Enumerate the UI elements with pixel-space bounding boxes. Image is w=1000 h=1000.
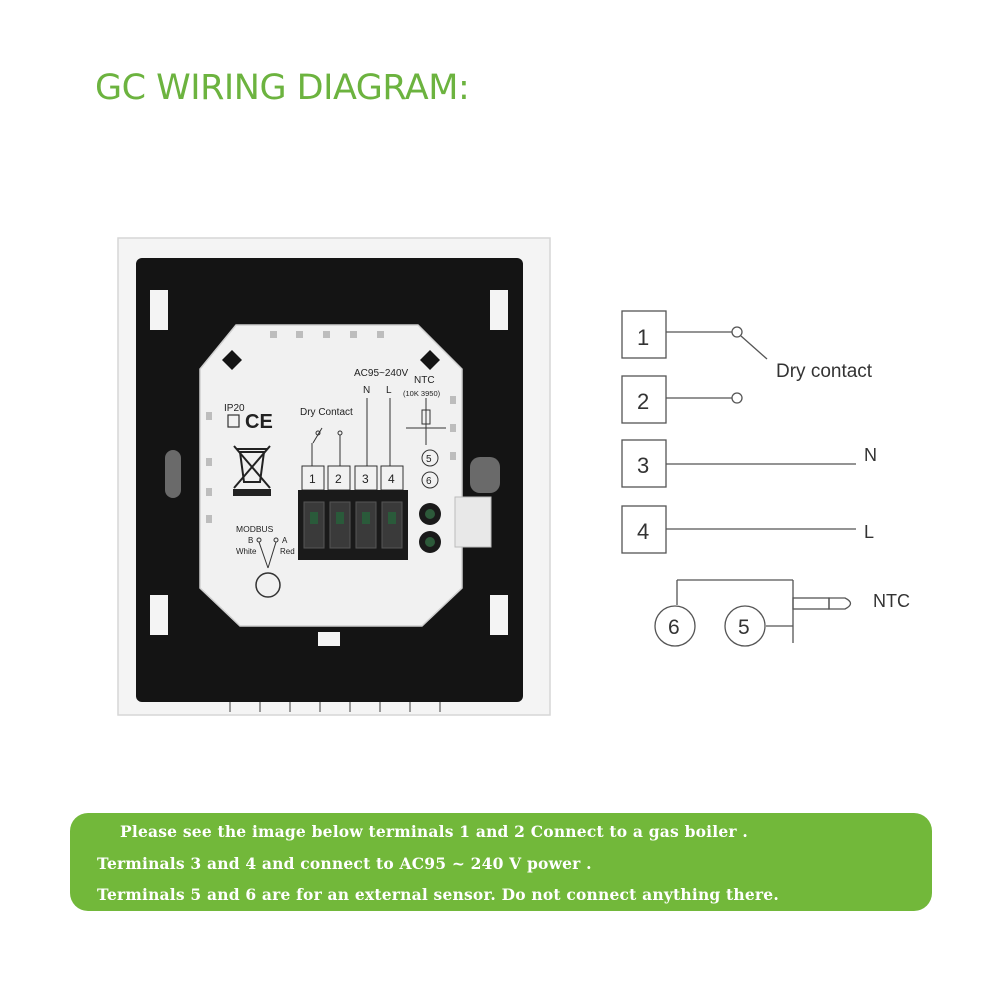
device-n-label: N — [363, 385, 370, 396]
switch-contact-top — [731, 326, 743, 338]
sensor-circle-5 — [724, 605, 766, 647]
terminal-box-2-label: 2 — [637, 389, 649, 414]
device-ntc-label: NTC — [414, 375, 435, 386]
modbus-port-icon — [255, 572, 281, 598]
terminal-box-4-label: 4 — [637, 519, 649, 544]
crossed-bin-icon — [233, 445, 271, 496]
switch-lever — [740, 335, 768, 360]
terminal-box-4 — [621, 505, 667, 554]
terminal-box-2 — [621, 375, 667, 424]
notice-line-3: Terminals 5 and 6 are for an external se… — [97, 885, 779, 904]
ntc-label: NTC — [873, 591, 910, 611]
switch-contact-bottom — [731, 392, 743, 404]
device-terminal-1: 1 — [309, 472, 316, 486]
page-title: GC WIRING DIAGRAM: — [95, 68, 470, 108]
terminal-box-3-label: 3 — [637, 453, 649, 478]
modbus-red-label: Red — [280, 547, 295, 556]
ce-mark: CE — [245, 411, 273, 433]
bottom-vents — [229, 702, 441, 712]
device-clips — [120, 290, 542, 635]
device-terminal-2: 2 — [335, 472, 342, 486]
ip-square-icon — [227, 414, 240, 428]
device-terminal-6: 6 — [426, 476, 432, 487]
notice-line-2: Terminals 3 and 4 and connect to AC95 ~ … — [97, 854, 592, 873]
terminal-box-1-label: 1 — [637, 325, 649, 350]
notice-banner: Please see the image below terminals 1 a… — [70, 813, 932, 911]
device-sensor-terminals — [421, 449, 439, 489]
device-l-label: L — [386, 385, 392, 396]
device-terminal-3: 3 — [362, 472, 369, 486]
modbus-label: MODBUS — [236, 524, 274, 534]
device-terminal-4: 4 — [388, 472, 395, 486]
l-label: L — [864, 522, 874, 542]
device-dry-contact-label: Dry Contact — [300, 407, 353, 418]
n-label: N — [864, 445, 877, 465]
sensor-circle-6-label: 6 — [668, 616, 680, 639]
right-mount-slot — [470, 457, 500, 493]
sensor-circle-5-label: 5 — [738, 616, 750, 639]
device-voltage-label: AC95~240V — [354, 368, 409, 379]
dry-contact-label: Dry contact — [776, 361, 873, 382]
ip-rating-label: IP20 — [224, 403, 245, 414]
ntc-probe-body — [792, 597, 830, 610]
terminal-box-3 — [621, 439, 667, 488]
modbus-white-label: White — [236, 547, 257, 556]
terminal-box-1 — [621, 310, 667, 359]
device-ntc-spec: (10K 3950) — [403, 389, 441, 398]
bottom-latch — [318, 632, 340, 646]
sensor-circle-6 — [654, 605, 696, 647]
modbus-b-label: B — [248, 536, 253, 545]
ntc-probe-tip — [828, 597, 852, 610]
left-mount-slot — [165, 450, 181, 498]
side-connector — [454, 496, 492, 548]
notice-line-1: Please see the image below terminals 1 a… — [120, 822, 748, 841]
modbus-a-label: A — [282, 536, 288, 545]
device-terminal-5: 5 — [426, 454, 432, 465]
